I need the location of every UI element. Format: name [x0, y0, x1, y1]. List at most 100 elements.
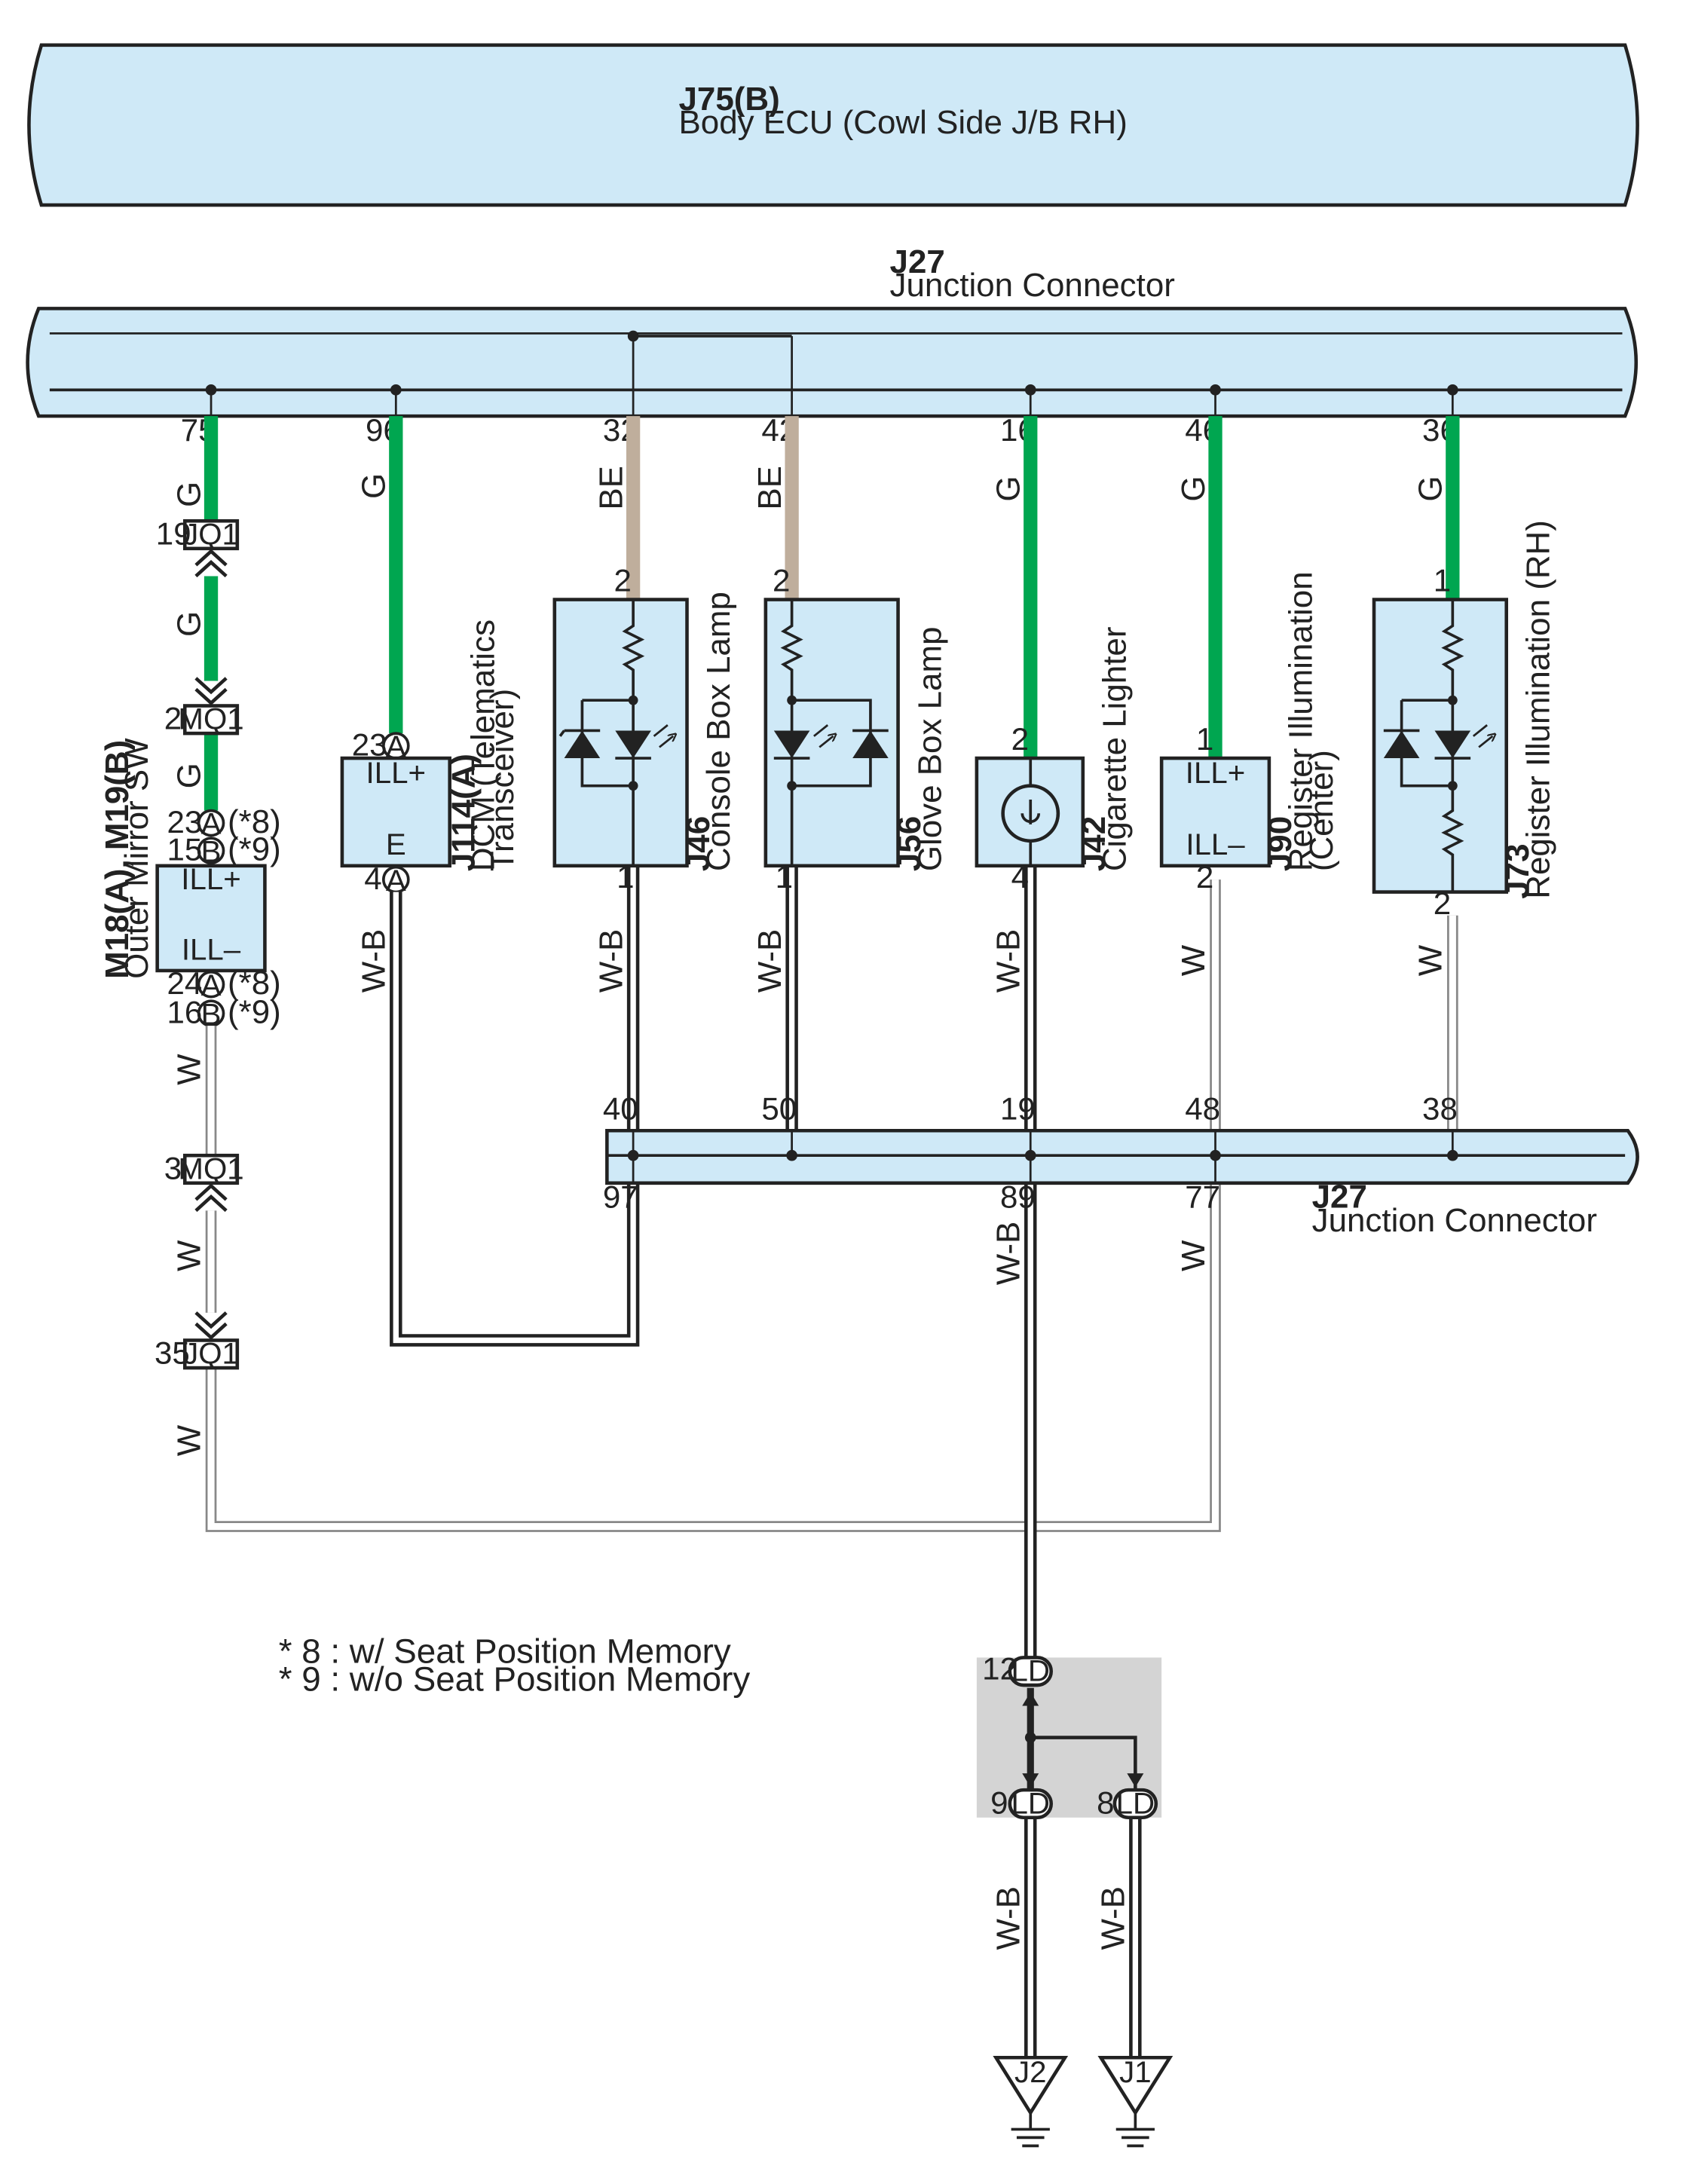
- wire-color-label: W: [1412, 944, 1449, 976]
- wire-color-label: W-B: [1095, 1886, 1132, 1950]
- ground-code: J2: [1014, 2055, 1047, 2089]
- regc-name-line1: Register Illumination: [1283, 571, 1320, 871]
- splice-dot: [786, 1149, 797, 1161]
- led-icon: [773, 730, 810, 759]
- wire-color-label: W-B: [751, 929, 788, 993]
- pin-label: 2: [1011, 721, 1029, 757]
- glove-box-lamp: 2 1 J56 Glove Box Lamp: [763, 563, 948, 895]
- pin-label: 19: [1000, 1091, 1036, 1127]
- mirror-name: Outer Mirror SW: [118, 738, 155, 979]
- beige-wires: [626, 416, 799, 600]
- splice-dot: [627, 1149, 639, 1161]
- green-wires: [203, 416, 1460, 811]
- connector-arrow: [1127, 1773, 1144, 1788]
- wire-color-label: G: [170, 611, 207, 637]
- splice-dot: [1210, 384, 1221, 396]
- ground-code: J1: [1119, 2055, 1152, 2089]
- white-wires: [205, 879, 1458, 1532]
- glove-name: Glove Box Lamp: [911, 627, 948, 872]
- pin-label: 1: [617, 859, 634, 895]
- outer-mirror-sw: ILL+ ILL– M18(A), M19(B) Outer Mirror SW: [99, 738, 267, 979]
- dcm-telematics: A 23 ILL+ E A 4 J114(A) DCM (Telematics …: [340, 619, 521, 898]
- junction-code: JQ1: [183, 517, 239, 551]
- splice-dot: [627, 330, 639, 342]
- dcm-name-line1: DCM (Telematics: [464, 619, 501, 871]
- pin-label: 24: [167, 965, 202, 1001]
- console-box-lamp: 2 1 J46 Console Box Lamp: [552, 563, 737, 895]
- led-icon: [1434, 730, 1471, 759]
- resistor-symbol: [780, 599, 803, 701]
- pin-label: 77: [1185, 1179, 1220, 1215]
- terminal-ill-plus: ILL+: [1186, 756, 1245, 790]
- splice-dot: [1024, 1732, 1036, 1743]
- pin-label: 40: [603, 1091, 638, 1127]
- circle-letter: A: [201, 968, 222, 1002]
- terminal-ill-minus: ILL–: [182, 932, 241, 966]
- lighter-name: Cigarette Lighter: [1097, 627, 1134, 872]
- zener-diode-icon: [564, 730, 601, 759]
- wire-color-label: W: [170, 1054, 207, 1085]
- junction-connector-top: J27 Junction Connector: [26, 243, 1638, 418]
- pin-label: 15: [167, 832, 202, 867]
- console-name: Console Box Lamp: [700, 592, 737, 871]
- wire-color-label: W: [170, 1240, 207, 1271]
- resistor-symbol: [622, 599, 645, 701]
- connector-chevron: [194, 677, 228, 705]
- circle-letter: A: [201, 807, 222, 841]
- splice-dot: [1447, 384, 1458, 396]
- terminal-e: E: [386, 827, 406, 861]
- pin-label: 1: [1434, 563, 1451, 598]
- pin-label: 16: [167, 994, 202, 1029]
- splice-dot: [1024, 1149, 1036, 1161]
- wire-color-label: W: [1175, 1240, 1212, 1271]
- wire-color-label: G: [356, 473, 393, 499]
- pin-label: 23: [352, 726, 387, 762]
- ground-icon: [1097, 2055, 1174, 2116]
- mirror-top-pins: A B 23 15 (*8) (*9): [167, 803, 280, 868]
- body-ecu-connector: J75(B) Body ECU (Cowl Side J/B RH): [27, 43, 1639, 207]
- wire-color-label: G: [1412, 476, 1449, 501]
- jc-bottom-code: J27: [1312, 1179, 1367, 1216]
- jc-top-code: J27: [890, 243, 945, 280]
- register-illumination-rh: 1 2 J73 Register Illumination (RH): [1372, 520, 1556, 921]
- pin-label: 2: [1196, 859, 1213, 895]
- junction-code: JQ1: [183, 1337, 239, 1371]
- wire-color-label: W-B: [990, 1222, 1027, 1286]
- pin-label: 2: [164, 701, 182, 736]
- connector-arrow: [1022, 1773, 1039, 1788]
- wire-color-label: G: [1175, 476, 1212, 501]
- pin-label: 1: [1196, 721, 1213, 757]
- pin-label: 8: [1097, 1785, 1114, 1820]
- splice-dot: [390, 384, 402, 396]
- circle-letter: B: [201, 997, 222, 1031]
- circle-letter: B: [201, 834, 222, 868]
- body-ecu-shape: [27, 43, 1639, 207]
- pin-label: 4: [364, 861, 381, 896]
- junction-code: LD: [1116, 1786, 1155, 1820]
- terminal-ill-minus: ILL–: [1186, 827, 1245, 861]
- connector-chevron: [194, 1311, 228, 1340]
- option-mark: (*9): [228, 993, 281, 1030]
- pin-label: 4: [1011, 859, 1029, 895]
- register-illumination-center: 1 ILL+ ILL– 2 J90 Register Illumination …: [1159, 571, 1340, 895]
- jq1-connector-bottom: JQ1 35: [155, 1311, 240, 1371]
- splice-dot: [1447, 1149, 1458, 1161]
- splice-dot: [1024, 384, 1036, 396]
- connector-chevron: [194, 549, 228, 578]
- wire-color-label: W: [1175, 944, 1212, 976]
- lighter-code: J42: [1076, 816, 1112, 871]
- wb-wires: [390, 865, 1142, 2058]
- pin-label: 35: [155, 1335, 190, 1371]
- connector-chevron: [194, 1183, 228, 1213]
- jq1-connector-top: JQ1 19: [156, 515, 240, 578]
- mirror-bottom-pins: A B 24 16 (*8) (*9): [167, 965, 280, 1031]
- junction-code: LD: [1011, 1786, 1050, 1820]
- zener-diode-icon: [852, 730, 889, 759]
- jc-bottom-name: Junction Connector: [1312, 1202, 1597, 1239]
- splice-dot: [1210, 1149, 1221, 1161]
- body-ecu-name: Body ECU (Cowl Side J/B RH): [679, 104, 1128, 141]
- pin-label: 3: [164, 1150, 182, 1185]
- wire-color-label: W-B: [356, 929, 393, 993]
- pin-label: 23: [167, 804, 202, 840]
- junction-code: MQ1: [178, 1152, 243, 1185]
